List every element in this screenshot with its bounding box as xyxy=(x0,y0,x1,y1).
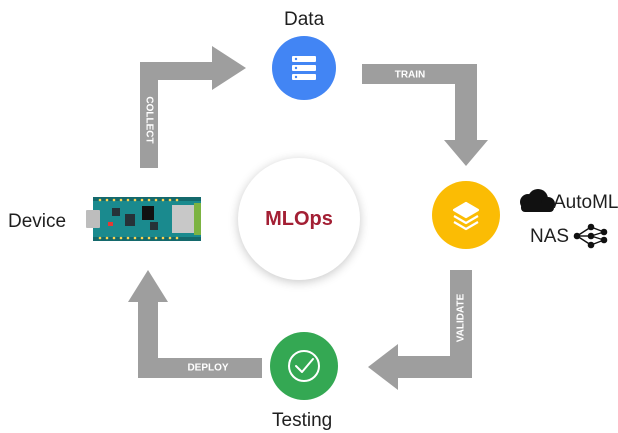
data-node xyxy=(272,36,336,100)
deploy-arrow-label: DEPLOY xyxy=(187,363,228,374)
server-icon xyxy=(292,56,316,80)
device-label: Device xyxy=(8,211,67,232)
model-node xyxy=(432,181,500,249)
mlops-center-circle: MLOps xyxy=(238,158,360,280)
layers-icon xyxy=(452,201,480,231)
network-graph-icon xyxy=(573,223,608,249)
train-arrow-label: TRAIN xyxy=(395,70,426,81)
nas-label: NAS xyxy=(530,226,570,247)
deploy-arrow: DEPLOY xyxy=(128,270,262,378)
cloud-icon xyxy=(520,189,555,212)
collect-arrow: COLLECT xyxy=(140,46,246,168)
data-node-label: Data xyxy=(284,9,325,30)
validate-arrow: VALIDATE xyxy=(368,270,472,390)
check-circle-icon xyxy=(288,350,320,382)
testing-node-label: Testing xyxy=(272,410,333,431)
validate-arrow-label: VALIDATE xyxy=(456,293,467,342)
automl-label: AutoML xyxy=(553,192,618,213)
testing-node xyxy=(270,332,338,400)
train-arrow: TRAIN xyxy=(362,64,488,166)
microcontroller-board-icon xyxy=(86,197,201,241)
collect-arrow-label: COLLECT xyxy=(143,96,154,143)
mlops-center-label: MLOps xyxy=(265,207,333,230)
